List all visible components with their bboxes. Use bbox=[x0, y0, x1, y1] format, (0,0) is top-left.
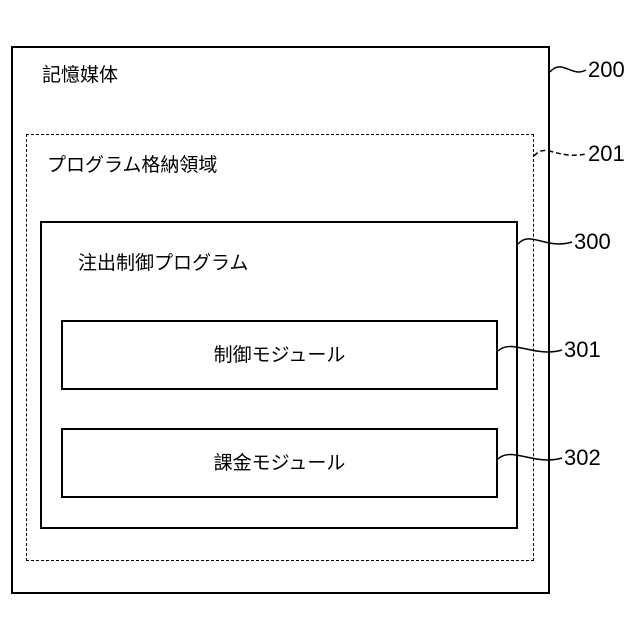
ref-number-301: 301 bbox=[564, 339, 601, 361]
program-storage-area-label: プログラム格納領域 bbox=[47, 156, 217, 175]
ref-number-302: 302 bbox=[564, 447, 601, 469]
control-module-label: 制御モジュール bbox=[214, 346, 346, 365]
billing-module-label: 課金モジュール bbox=[214, 454, 346, 473]
storage-medium-label: 記憶媒体 bbox=[42, 66, 118, 85]
ref-number-201: 201 bbox=[588, 143, 625, 165]
billing-module-box: 課金モジュール bbox=[61, 428, 498, 498]
ref-number-300: 300 bbox=[574, 231, 611, 253]
leader-line-200 bbox=[550, 67, 586, 72]
ref-number-200: 200 bbox=[588, 59, 625, 81]
dispense-control-program-label: 注出制御プログラム bbox=[78, 254, 248, 273]
control-module-box: 制御モジュール bbox=[61, 320, 498, 390]
